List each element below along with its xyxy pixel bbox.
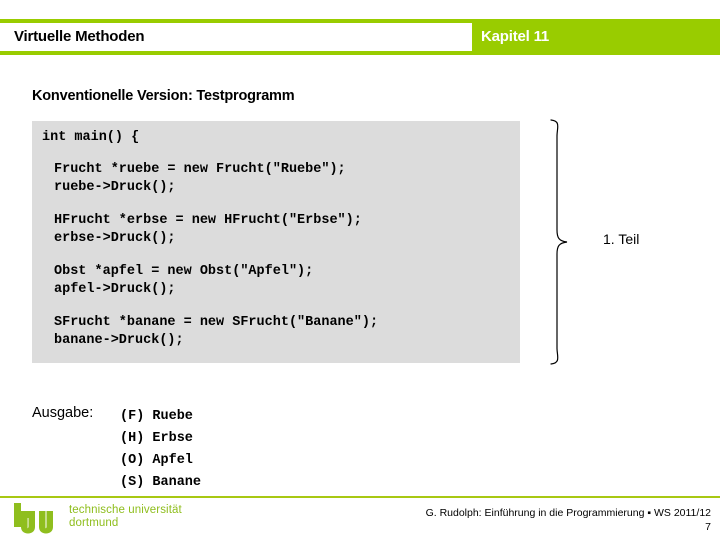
- logo-wordmark: technische universität dortmund: [69, 504, 182, 530]
- output-label: Ausgabe:: [32, 405, 94, 421]
- code-statement-group: SFrucht *banane = new SFrucht("Banane");…: [54, 315, 379, 348]
- header-title-box: [0, 23, 472, 51]
- output-row: (H) Erbse: [120, 431, 193, 446]
- code-line-main: int main() {: [42, 130, 140, 145]
- footer-credit: G. Rudolph: Einführung in die Programmie…: [425, 507, 711, 519]
- code-statement-group: HFrucht *erbse = new HFrucht("Erbse"); e…: [54, 213, 362, 246]
- output-row: (S) Banane: [120, 475, 202, 490]
- logo-line-1: technische universität: [69, 504, 182, 516]
- brace-label: 1. Teil: [603, 231, 640, 247]
- output-row: (O) Apfel: [120, 453, 193, 468]
- chapter-label: Kapitel 11: [481, 28, 550, 45]
- page-number: 7: [705, 521, 711, 533]
- tu-dortmund-logo: technische universität dortmund: [13, 503, 213, 535]
- output-row: (F) Ruebe: [120, 409, 193, 424]
- section-heading: Konventionelle Version: Testprogramm: [32, 88, 295, 104]
- footer-divider: [0, 496, 720, 498]
- curly-brace-icon: [543, 118, 583, 366]
- logo-line-2: dortmund: [69, 517, 119, 529]
- output-list: (F) Ruebe (H) Erbse (O) Apfel (S) Banane: [120, 406, 201, 494]
- tu-logo-icon: [14, 503, 53, 534]
- code-block: int main() { Frucht *ruebe = new Frucht(…: [32, 121, 520, 363]
- page-title: Virtuelle Methoden: [14, 28, 145, 45]
- code-statement-group: Frucht *ruebe = new Frucht("Ruebe"); rue…: [54, 162, 346, 195]
- code-statement-group: Obst *apfel = new Obst("Apfel"); apfel->…: [54, 264, 314, 297]
